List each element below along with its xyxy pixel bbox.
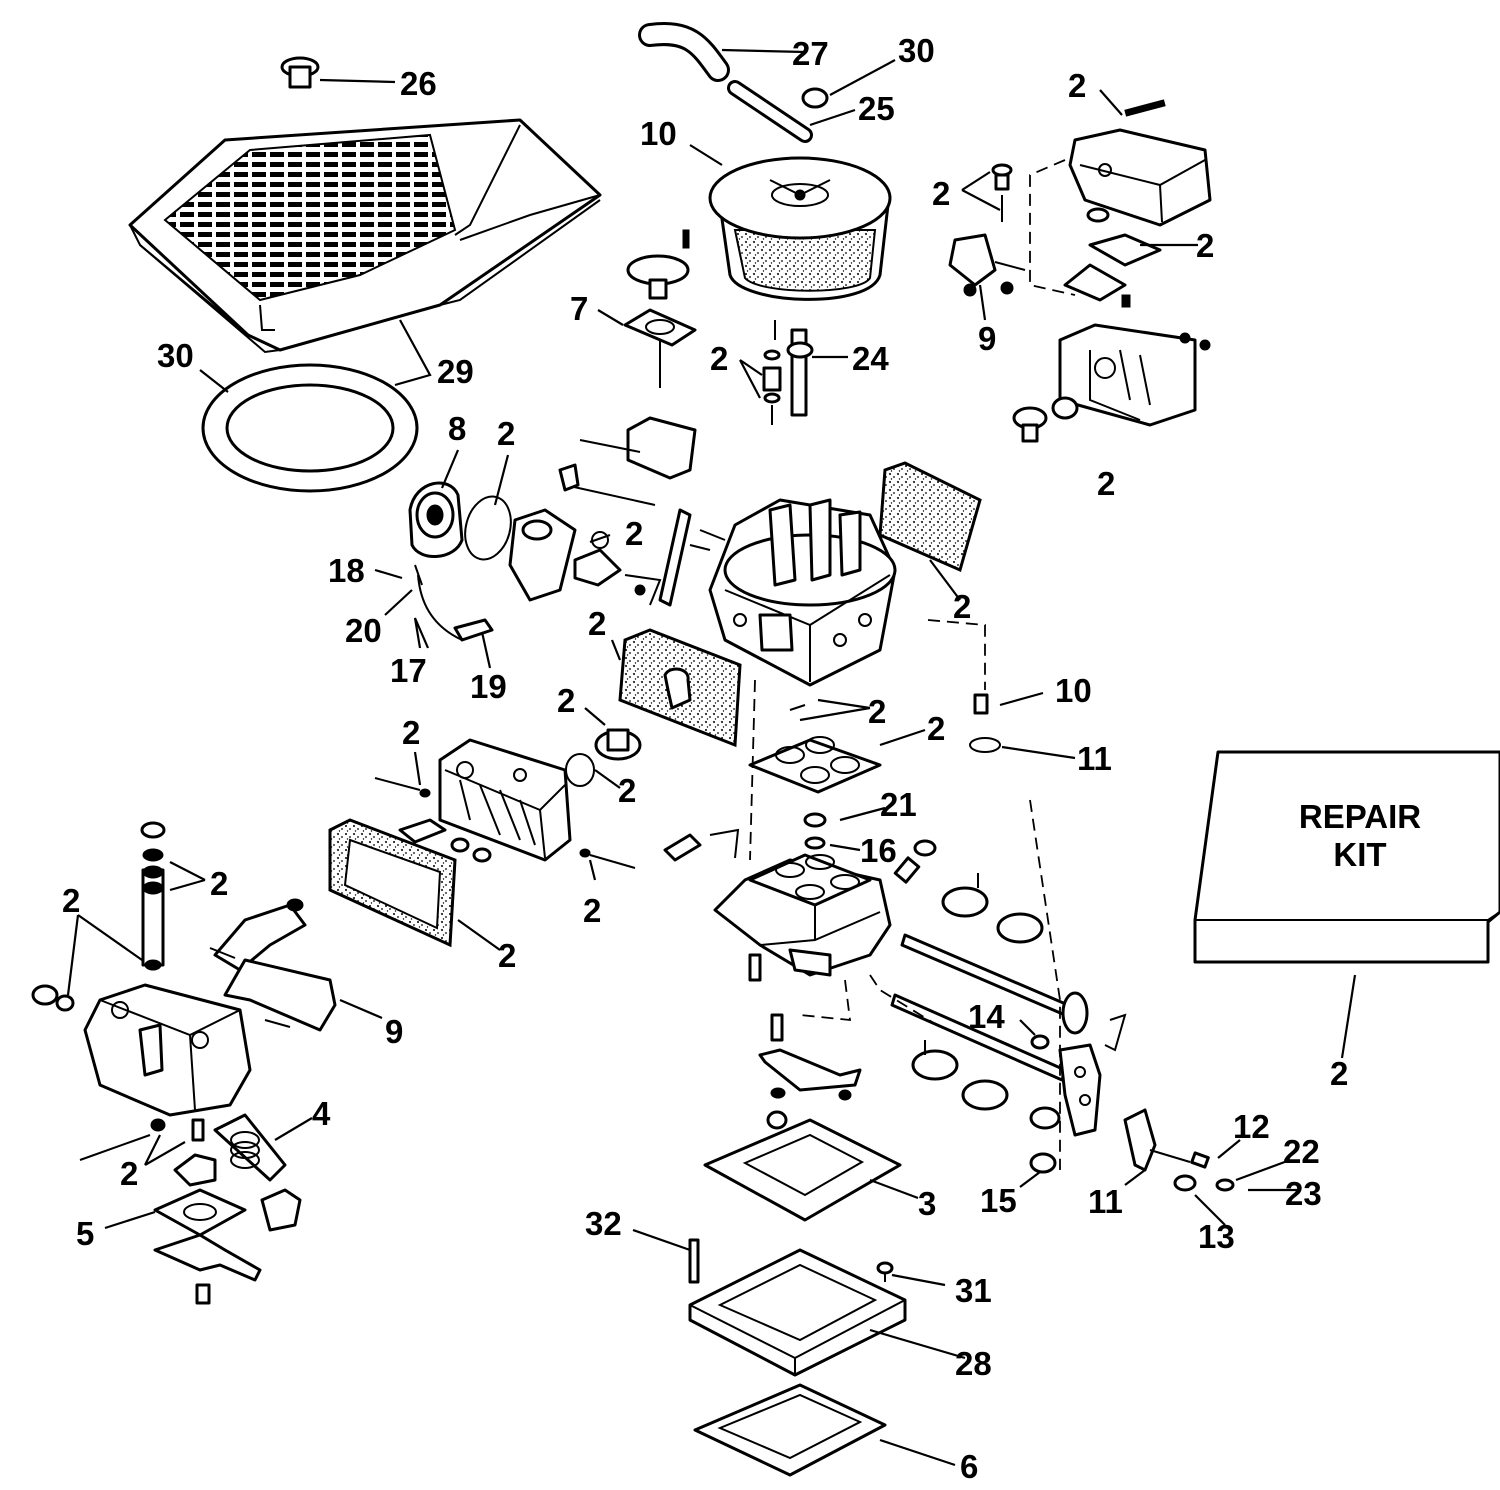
fast-idle-linkage bbox=[663, 828, 862, 1130]
air-cleaner-cover bbox=[128, 118, 602, 354]
carburetor-spacer bbox=[688, 1238, 907, 1377]
callout-2: 2 bbox=[625, 515, 643, 552]
metering-gasket-upper bbox=[878, 461, 982, 573]
callout-9: 9 bbox=[978, 320, 996, 357]
choke-pulloff bbox=[623, 229, 697, 480]
cover-plug bbox=[280, 56, 320, 89]
callout-13: 13 bbox=[1198, 1218, 1235, 1255]
callout-2: 2 bbox=[588, 605, 606, 642]
needle-and-seat bbox=[565, 728, 642, 787]
callout-11: 11 bbox=[1077, 740, 1112, 777]
callout-21: 21 bbox=[880, 786, 917, 823]
callout-31: 31 bbox=[955, 1272, 992, 1309]
callout-24: 24 bbox=[852, 340, 889, 377]
secondary-diaphragm-housing bbox=[31, 821, 337, 1305]
throttle-lever bbox=[1029, 1108, 1235, 1192]
callout-2: 2 bbox=[583, 892, 601, 929]
callout-27: 27 bbox=[792, 35, 829, 72]
callout-2: 2 bbox=[557, 682, 575, 719]
callout-7: 7 bbox=[570, 290, 588, 327]
callout-2: 2 bbox=[1097, 465, 1115, 502]
callout-10: 10 bbox=[1055, 672, 1092, 709]
callout-30: 30 bbox=[898, 32, 935, 69]
choke-linkage bbox=[508, 439, 662, 606]
callout-30: 30 bbox=[157, 337, 194, 374]
vent-tube bbox=[727, 80, 813, 143]
callout-26: 26 bbox=[400, 65, 437, 102]
callout-25: 25 bbox=[858, 90, 895, 127]
body-flange-gasket bbox=[748, 736, 882, 794]
repair-kit-label-line1: REPAIR bbox=[1299, 798, 1421, 835]
callout-14: 14 bbox=[968, 998, 1005, 1035]
base-gasket bbox=[703, 1118, 902, 1222]
metering-block-gasket-left bbox=[328, 818, 457, 948]
callout-28: 28 bbox=[955, 1345, 992, 1382]
callout-10: 10 bbox=[640, 115, 677, 152]
callout-2: 2 bbox=[932, 175, 950, 212]
callout-2: 2 bbox=[1068, 67, 1086, 104]
callout-2: 2 bbox=[498, 937, 516, 974]
callout-11: 11 bbox=[1088, 1183, 1123, 1220]
callout-20: 20 bbox=[345, 612, 382, 649]
secondary-fuel-bowl bbox=[948, 99, 1212, 443]
callout-22: 22 bbox=[1283, 1133, 1320, 1170]
throttle-body bbox=[713, 812, 937, 982]
callout-19: 19 bbox=[470, 668, 507, 705]
callout-2: 2 bbox=[402, 714, 420, 751]
callout-32: 32 bbox=[585, 1205, 622, 1242]
throttle-shafts bbox=[890, 933, 1127, 1137]
callout-9: 9 bbox=[385, 1013, 403, 1050]
vent-hose bbox=[638, 22, 730, 82]
callout-2: 2 bbox=[868, 693, 886, 730]
callout-2: 2 bbox=[497, 415, 515, 452]
leader-lines bbox=[66, 48, 1357, 1467]
callout-2: 2 bbox=[927, 710, 945, 747]
choke-housing bbox=[408, 481, 512, 561]
callout-2: 2 bbox=[120, 1155, 138, 1192]
callout-2: 2 bbox=[1330, 1055, 1348, 1092]
air-cleaner-element bbox=[708, 156, 892, 301]
callout-29: 29 bbox=[437, 353, 474, 390]
metering-plate-gasket bbox=[618, 628, 742, 748]
callout-17: 17 bbox=[390, 652, 427, 689]
pump-discharge-screw bbox=[762, 320, 814, 425]
spacer-gasket bbox=[693, 1383, 887, 1477]
callout-16: 16 bbox=[860, 832, 897, 869]
primary-metering-block bbox=[374, 738, 636, 869]
callout-3: 3 bbox=[918, 1185, 936, 1222]
repair-kit-label-line2: KIT bbox=[1333, 836, 1386, 873]
callout-8: 8 bbox=[448, 410, 466, 447]
alignment-lines bbox=[749, 159, 1076, 1170]
callout-2: 2 bbox=[1196, 227, 1214, 264]
callout-2: 2 bbox=[62, 882, 80, 919]
callout-2: 2 bbox=[953, 588, 971, 625]
callout-23: 23 bbox=[1285, 1175, 1322, 1212]
callout-5: 5 bbox=[76, 1215, 94, 1252]
callout-2: 2 bbox=[710, 340, 728, 377]
choke-wire bbox=[414, 564, 494, 642]
carburetor-main-body bbox=[658, 498, 897, 687]
wing-nut bbox=[801, 87, 829, 109]
callout-18: 18 bbox=[328, 552, 365, 589]
callout-2: 2 bbox=[210, 865, 228, 902]
callout-6: 6 bbox=[960, 1448, 978, 1485]
callout-labels: 26 27 30 25 10 2 2 2 9 7 2 24 30 29 2 8 … bbox=[62, 32, 1348, 1485]
callout-15: 15 bbox=[980, 1182, 1017, 1219]
pump-check-parts bbox=[789, 693, 1001, 753]
callout-4: 4 bbox=[312, 1095, 331, 1132]
callout-2: 2 bbox=[618, 772, 636, 809]
callout-12: 12 bbox=[1233, 1108, 1270, 1145]
throttle-plates bbox=[911, 873, 1044, 1111]
repair-kit-box bbox=[1193, 750, 1500, 964]
seal-ring bbox=[201, 363, 419, 493]
